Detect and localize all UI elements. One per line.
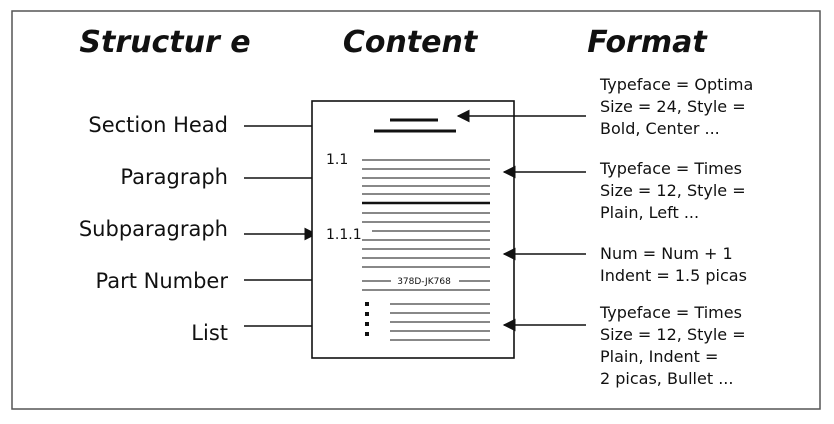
heading-content: Content bbox=[343, 25, 479, 60]
format-line: Typeface = Times bbox=[599, 159, 742, 178]
label-section-head: Section Head bbox=[88, 113, 228, 137]
subparagraph-lines bbox=[362, 212, 490, 268]
format-block-numbering: Num = Num + 1 Indent = 1.5 picas bbox=[600, 244, 747, 285]
format-line: Plain, Left ... bbox=[600, 203, 699, 222]
format-line: Typeface = Times bbox=[599, 303, 742, 322]
format-arrows bbox=[456, 109, 586, 332]
list-lines bbox=[390, 303, 490, 341]
format-block-list: Typeface = Times Size = 12, Style = Plai… bbox=[599, 303, 746, 388]
list-bullet bbox=[365, 302, 369, 306]
format-line: 2 picas, Bullet ... bbox=[600, 369, 733, 388]
label-part-number: Part Number bbox=[96, 269, 229, 293]
label-subparagraph: Subparagraph bbox=[79, 217, 228, 241]
list-bullet bbox=[365, 312, 369, 316]
part-number-text: 378D-JK768 bbox=[397, 277, 451, 287]
label-list: List bbox=[191, 321, 228, 345]
heading-structure: Structur e bbox=[79, 25, 250, 60]
format-line: Bold, Center ... bbox=[600, 119, 720, 138]
paragraph-lines bbox=[362, 159, 490, 195]
format-block-paragraph: Typeface = Times Size = 12, Style = Plai… bbox=[599, 159, 746, 222]
format-line: Num = Num + 1 bbox=[600, 244, 733, 263]
format-line: Plain, Indent = bbox=[600, 347, 718, 366]
format-line: Size = 12, Style = bbox=[600, 181, 746, 200]
paragraph-number: 1.1 bbox=[326, 152, 348, 168]
format-line: Size = 12, Style = bbox=[600, 325, 746, 344]
heading-format: Format bbox=[587, 25, 708, 60]
format-line: Typeface = Optima bbox=[599, 75, 753, 94]
list-bullet bbox=[365, 332, 369, 336]
label-paragraph: Paragraph bbox=[120, 165, 228, 189]
format-block-section: Typeface = Optima Size = 24, Style = Bol… bbox=[599, 75, 753, 138]
list-bullets bbox=[365, 302, 369, 336]
content-page bbox=[311, 100, 515, 359]
list-bullet bbox=[365, 322, 369, 326]
format-line: Indent = 1.5 picas bbox=[600, 266, 747, 285]
format-line: Size = 24, Style = bbox=[600, 97, 746, 116]
subparagraph-number: 1.1.1 bbox=[326, 227, 362, 243]
